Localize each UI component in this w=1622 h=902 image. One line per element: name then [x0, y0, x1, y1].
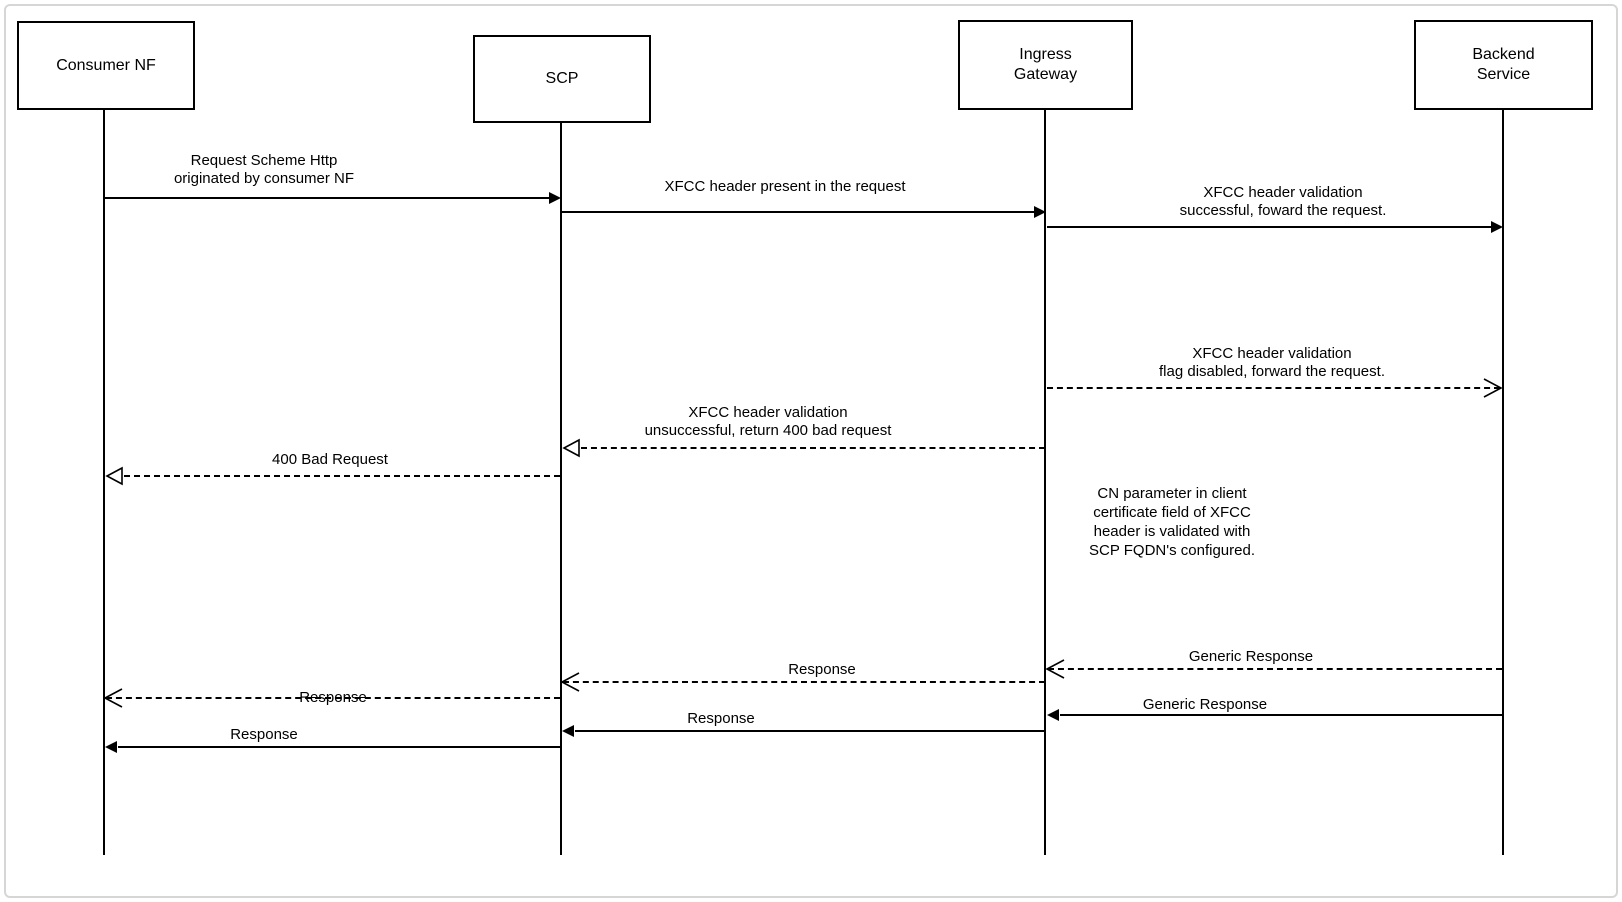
message-line [562, 211, 1035, 213]
message-label: Request Scheme Http originated by consum… [173, 152, 355, 187]
message-label: Response [230, 726, 298, 743]
lifeline-ingress-gateway [1044, 110, 1046, 855]
message-line [1060, 714, 1502, 716]
message-line [124, 475, 560, 477]
message-line [105, 197, 550, 199]
lifeline-consumer-nf [103, 110, 105, 855]
message-label: XFCC header validation unsuccessful, ret… [644, 404, 892, 439]
message-label: Response [299, 689, 367, 706]
arrowhead-chevron-left-icon [1045, 659, 1065, 679]
actor-label: Backend Service [1472, 46, 1535, 83]
message-label: 400 Bad Request [272, 451, 388, 468]
message-line [1048, 668, 1502, 670]
arrowhead-chevron-left-icon [103, 688, 123, 708]
arrowhead-filled-left-icon [1047, 709, 1059, 721]
message-label: XFCC header validation flag disabled, fo… [1159, 345, 1385, 380]
lifeline-backend-service [1502, 110, 1504, 855]
actor-label: Ingress Gateway [1013, 46, 1078, 83]
arrowhead-filled-left-icon [562, 725, 574, 737]
message-label: Generic Response [1142, 696, 1268, 713]
arrowhead-chevron-left-icon [560, 672, 580, 692]
arrowhead-filled-left-icon [105, 741, 117, 753]
message-line [118, 746, 560, 748]
arrowhead-hollow-left-icon [562, 438, 580, 458]
lifeline-scp [560, 123, 562, 855]
message-label: Response [788, 661, 856, 678]
actor-box-ingress-gateway: Ingress Gateway [958, 20, 1133, 110]
arrowhead-filled-right-icon [549, 192, 561, 204]
arrowhead-chevron-right-icon [1483, 378, 1503, 398]
arrowhead-hollow-left-icon [105, 466, 123, 486]
message-label: Response [687, 710, 755, 727]
arrowhead-filled-right-icon [1491, 221, 1503, 233]
diagram-frame [4, 4, 1618, 898]
message-line [106, 697, 560, 699]
message-line [1047, 387, 1500, 389]
actor-label: SCP [545, 70, 579, 87]
message-line [1047, 226, 1492, 228]
cn-parameter-note: CN parameter in client certificate field… [1089, 485, 1255, 559]
actor-box-backend-service: Backend Service [1414, 20, 1593, 110]
message-line [563, 681, 1045, 683]
message-label: XFCC header present in the request [664, 178, 906, 195]
message-line [575, 730, 1045, 732]
message-label: XFCC header validation successful, fowar… [1179, 184, 1387, 219]
message-label: Generic Response [1188, 648, 1314, 665]
arrowhead-filled-right-icon [1034, 206, 1046, 218]
actor-box-scp: SCP [473, 35, 651, 123]
actor-box-consumer-nf: Consumer NF [17, 21, 195, 110]
message-line [581, 447, 1045, 449]
actor-label: Consumer NF [56, 56, 156, 74]
